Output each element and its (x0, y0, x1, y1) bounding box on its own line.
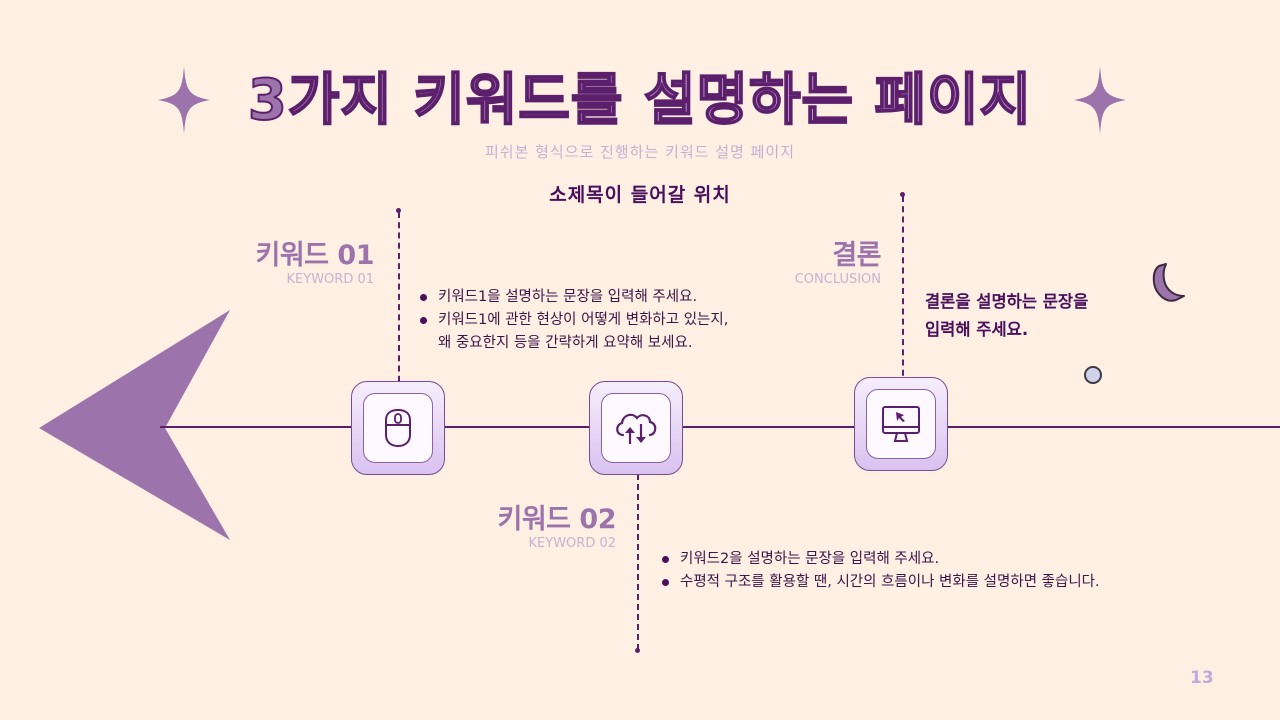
conclusion-icon-box (854, 377, 948, 471)
conclusion-text: 결론을 설명하는 문장을 입력해 주세요. (925, 292, 1089, 339)
keyword-01-bullets: 키워드1을 설명하는 문장을 입력해 주세요. 키워드1에 관한 현상이 어떻게… (419, 286, 779, 355)
bullet-item: 키워드1을 설명하는 문장을 입력해 주세요. (419, 286, 779, 309)
conclusion-label: CONCLUSION (794, 272, 881, 287)
sparkle-icon-right (1074, 66, 1126, 134)
conclusion-heading: 결론 CONCLUSION (760, 233, 882, 287)
title-part2: 설명하는 페이지 (643, 67, 1033, 134)
keyword-01-label: KEYWORD 01 (286, 272, 374, 287)
page-subtitle: 피쉬본 형식으로 진행하는 키워드 설명 페이지 (484, 143, 796, 161)
connector-keyword-01 (398, 212, 400, 392)
arrow-head-shape (39, 310, 230, 540)
cloud-sync-icon (616, 413, 657, 444)
keyword-01-icon-box (351, 381, 445, 475)
keyword-01-title: 키워드 01 (255, 240, 375, 271)
keyword-02-icon-box (589, 381, 683, 475)
keyword-02-heading: 키워드 02 KEYWORD 02 (440, 497, 617, 551)
timeline-spine (160, 426, 1280, 428)
connector-keyword-02 (637, 464, 639, 650)
connector-end-dot (900, 192, 905, 197)
connector-conclusion (902, 196, 904, 386)
circle-decoration (1084, 366, 1102, 384)
keyword-01-heading: 키워드 01 KEYWORD 01 (200, 233, 375, 287)
monitor-cursor-icon (882, 406, 920, 442)
connector-end-dot (635, 648, 640, 653)
keyword-02-label: KEYWORD 02 (528, 536, 616, 551)
subheading: 소제목이 들어갈 위치 (549, 184, 731, 206)
conclusion-title: 결론 (832, 240, 881, 271)
mouse-icon (385, 408, 411, 448)
keyword-02-bullets: 키워드2을 설명하는 문장을 입력해 주세요. 수평적 구조를 활용할 땐, 시… (661, 548, 1181, 594)
bullet-item: 키워드1에 관한 현상이 어떻게 변화하고 있는지,왜 중요한지 등을 간략하게… (419, 309, 779, 355)
page-title: 3가지 키워드를 설명하는 페이지 (0, 66, 1280, 136)
page-number: 13 (1190, 668, 1214, 688)
keyword-02-title: 키워드 02 (497, 504, 617, 535)
bullet-item: 수평적 구조를 활용할 땐, 시간의 흐름이나 변화를 설명하면 좋습니다. (661, 571, 1181, 594)
crescent-moon-icon (1152, 263, 1185, 302)
bullet-item: 키워드2을 설명하는 문장을 입력해 주세요. (661, 548, 1181, 571)
connector-end-dot (396, 208, 401, 213)
sparkle-icon-left (158, 66, 210, 134)
title-part1: 3가지 키워드를 (247, 67, 624, 134)
